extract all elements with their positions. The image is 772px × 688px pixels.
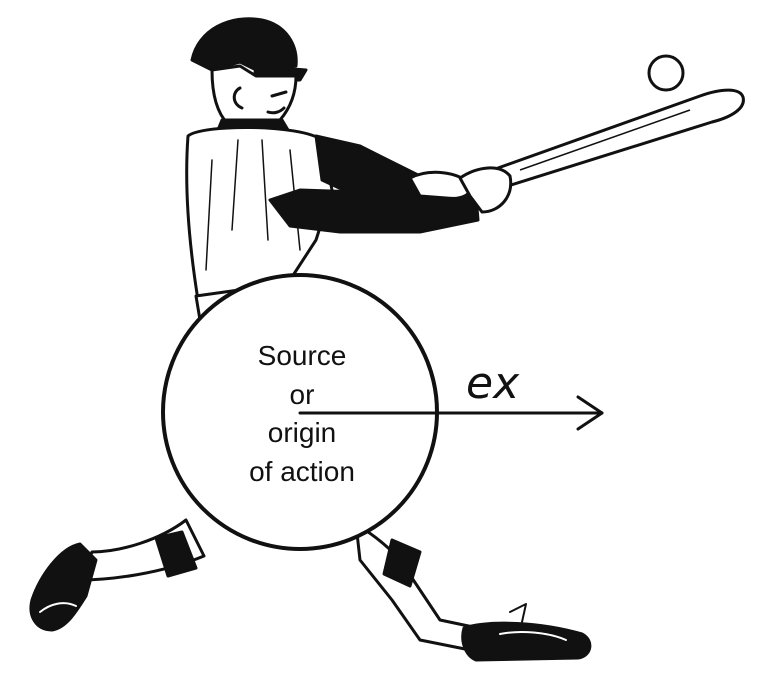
left-shoe-icon	[29, 542, 98, 632]
circle-label-line-3: origin	[268, 417, 336, 448]
helmet-icon	[190, 17, 298, 72]
prefix-label: ex	[466, 358, 520, 409]
right-shoe-icon	[461, 621, 592, 662]
circle-label-line-4: of action	[249, 456, 355, 487]
circle-label-line-2: or	[290, 379, 315, 410]
arrowhead-icon	[576, 395, 604, 431]
bat-icon	[496, 88, 745, 188]
outward-arrow	[298, 395, 604, 431]
circle-label-line-1: Source	[258, 340, 347, 371]
baseball-icon	[647, 54, 685, 92]
